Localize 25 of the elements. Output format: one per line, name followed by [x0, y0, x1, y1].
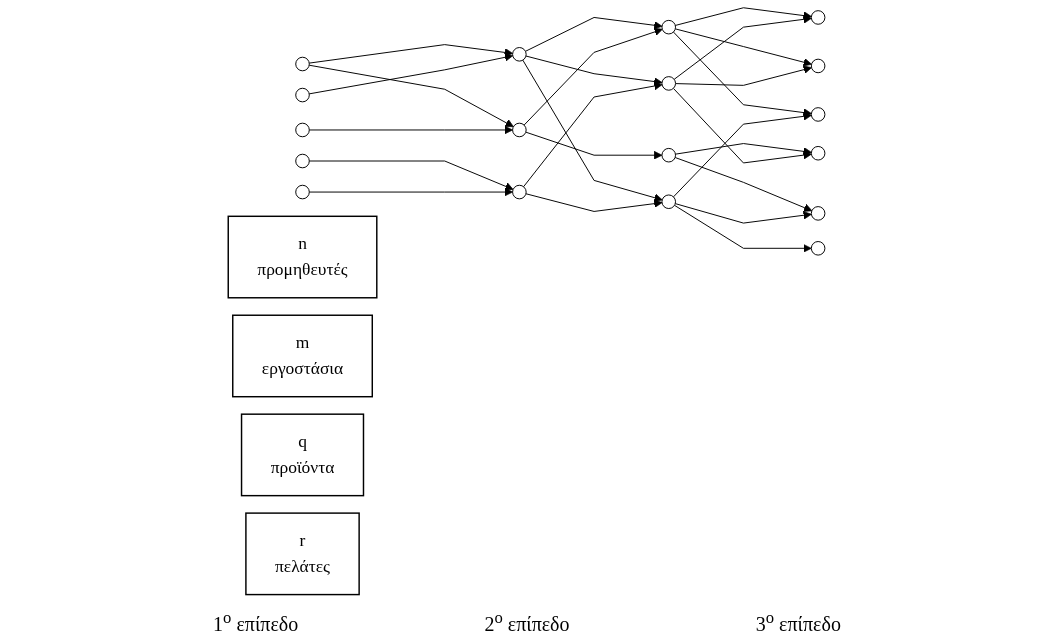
- node-circle: [512, 184, 528, 200]
- node-box: n προμηθευτές: [227, 215, 378, 299]
- node-circle: [661, 147, 677, 163]
- level-label: 3$^{o}$ επίπεδο: [755, 608, 841, 636]
- node-circle: [811, 206, 826, 221]
- node-circle: [811, 241, 826, 256]
- node-circle: [295, 56, 311, 72]
- node-circle: [811, 58, 826, 74]
- node-box: r πελάτες: [245, 512, 361, 596]
- node-box: m εργοστάσια: [232, 314, 374, 398]
- node-box: q προϊόντα: [241, 413, 365, 497]
- node-circle: [512, 47, 528, 62]
- node-circle: [295, 153, 311, 169]
- node-circle: [295, 87, 311, 103]
- node-circle: [661, 76, 677, 91]
- node-circle: [295, 122, 311, 138]
- node-circle: [811, 10, 826, 25]
- node-circle: [512, 122, 528, 138]
- node-circle: [661, 19, 677, 35]
- level-label: 2$^{o}$ επίπεδο: [484, 608, 570, 636]
- node-circle: [295, 184, 311, 200]
- node-circle: [661, 194, 677, 210]
- node-circle: [811, 145, 826, 161]
- node-circle: [811, 107, 826, 122]
- level-label: 1$^{o}$ επίπεδο: [213, 608, 299, 636]
